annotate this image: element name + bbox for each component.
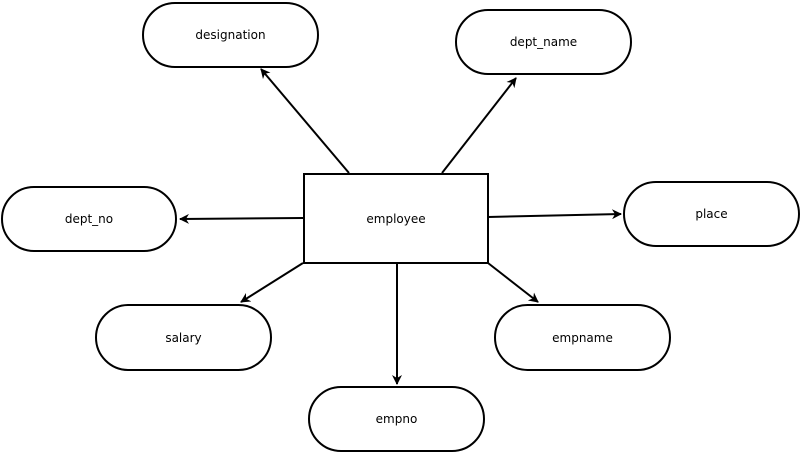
edge-employee-empname — [487, 262, 539, 303]
edge-employee-dept-no — [179, 213, 304, 224]
attribute-dept-no: dept_no — [1, 186, 177, 252]
attribute-dept-no-label: dept_no — [64, 212, 114, 226]
attribute-empno-label: empno — [375, 412, 418, 426]
attribute-salary: salary — [95, 304, 272, 371]
attribute-empname-label: empname — [552, 330, 613, 345]
edge-employee-dept-name — [441, 77, 517, 174]
attribute-empname: empname — [494, 304, 671, 371]
attribute-place-label: place — [695, 207, 728, 221]
entity-employee-label: employee — [366, 211, 426, 226]
attribute-salary-label: salary — [165, 330, 202, 345]
attribute-dept-name-label: dept_name — [509, 35, 578, 49]
attribute-place: place — [623, 181, 800, 247]
entity-employee: employee — [303, 173, 489, 264]
edge-employee-salary — [240, 262, 304, 303]
attribute-empno: empno — [308, 386, 485, 452]
attribute-dept-name: dept_name — [455, 9, 632, 75]
attribute-designation: designation — [142, 2, 319, 68]
edge-employee-designation — [260, 68, 350, 174]
attribute-designation-label: designation — [195, 28, 266, 42]
edge-employee-place — [487, 209, 622, 220]
